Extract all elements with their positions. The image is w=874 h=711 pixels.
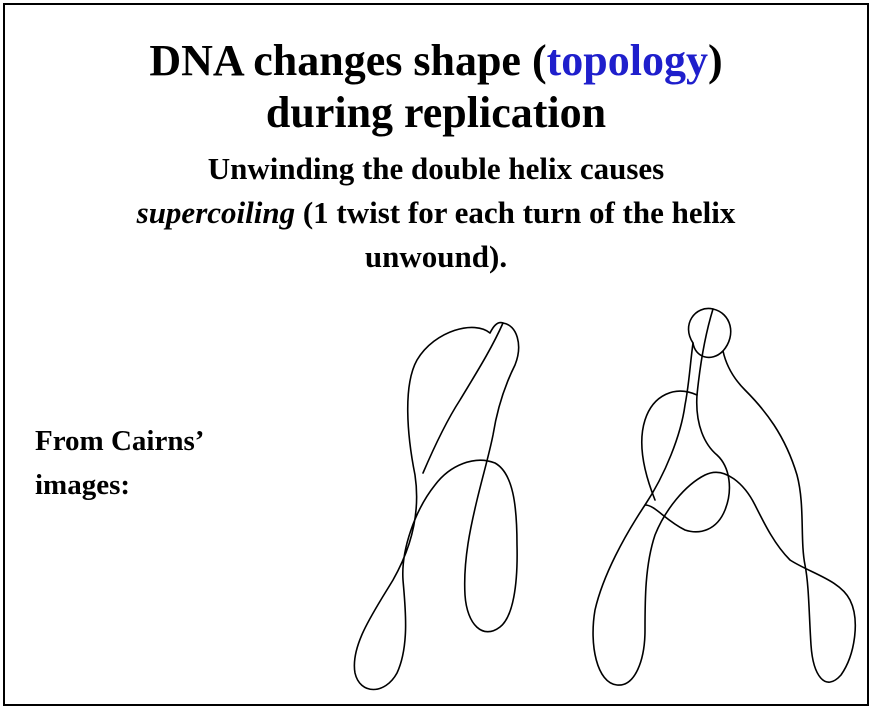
left-dna-strand-outer (354, 323, 518, 690)
slide: DNA changes shape (topology) during repl… (3, 3, 869, 706)
dna-tracings (5, 5, 869, 706)
right-dna-strand-loop (593, 343, 855, 685)
left-dna-strand-inner (423, 323, 503, 473)
right-dna-strand-left-arc (642, 391, 697, 500)
right-dna-strand-outer (689, 308, 731, 357)
right-dna-strand-cross (645, 309, 729, 532)
left-dna-tracing (354, 323, 518, 690)
right-dna-tracing (593, 308, 855, 685)
